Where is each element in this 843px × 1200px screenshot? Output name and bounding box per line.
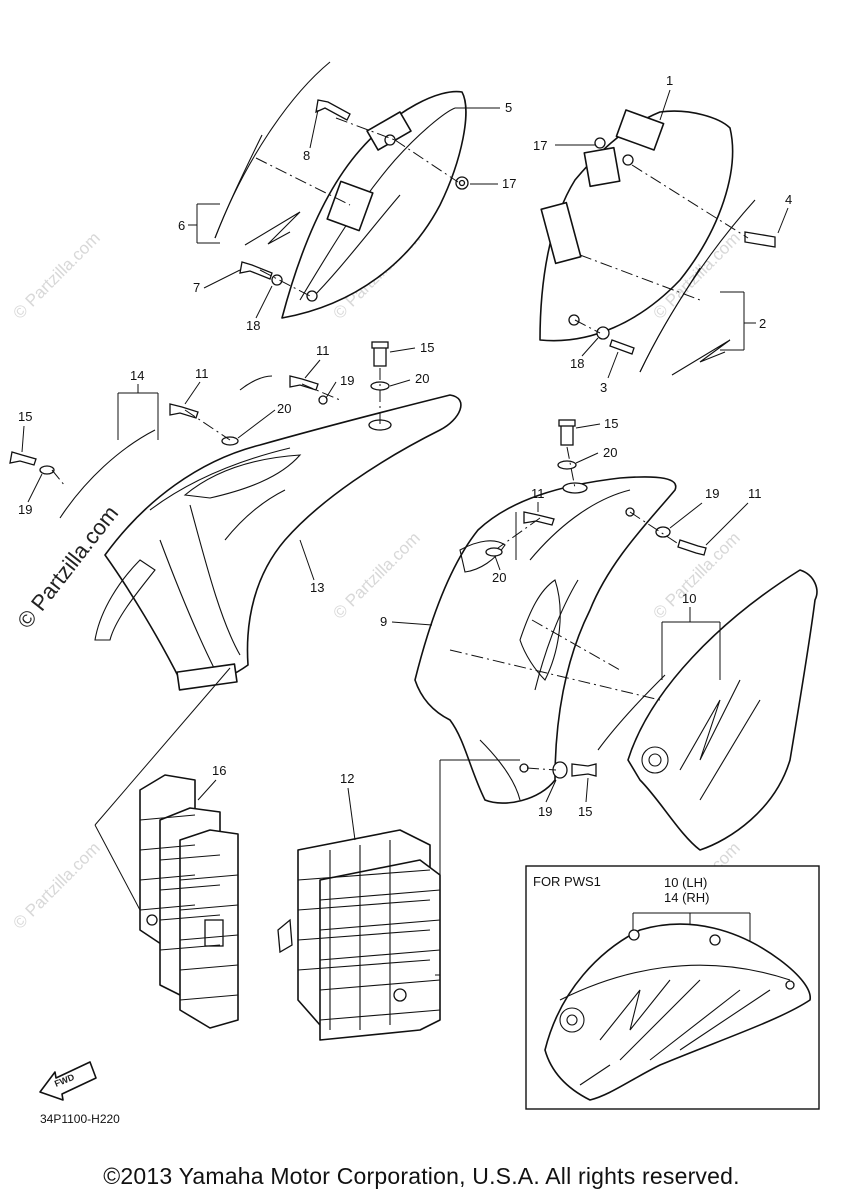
callout-19c: 19 [705,486,719,501]
callout-6: 6 [178,218,185,233]
part-12-radiator-louver-right [277,829,441,1041]
callout-2: 2 [759,316,766,331]
inset-label-lh: 10 (LH) [664,875,707,890]
part-9-right-shroud [414,476,677,804]
hardware-top-left [239,99,469,297]
part-13-left-shroud [104,394,462,691]
callout-17a: 17 [533,138,547,153]
part-5-left-side-panel [281,90,467,319]
watermark-text: © Partzilla.com [9,228,103,322]
callout-15c: 15 [604,416,618,431]
watermark-text: © Partzilla.com [329,528,423,622]
callout-12: 12 [340,771,354,786]
callout-19d: 19 [538,804,552,819]
callout-20b: 20 [277,401,291,416]
callout-19b: 19 [18,502,32,517]
callout-7: 7 [193,280,200,295]
watermark-text: © Partzilla.com [9,838,103,932]
callout-4: 4 [785,192,792,207]
callout-20a: 20 [415,371,429,386]
hardware-left-shroud [9,341,392,487]
callout-10: 10 [682,591,696,606]
hardware-right-shroud [449,419,707,779]
callout-17b: 17 [502,176,516,191]
mounting-leader-lines [94,667,520,976]
callout-8: 8 [303,148,310,163]
callout-3: 3 [600,380,607,395]
callout-9: 9 [380,614,387,629]
callout-16: 16 [212,763,226,778]
callout-11d: 11 [748,486,762,501]
hardware-top-right [574,137,776,355]
watermark-large: © Partzilla.com [12,501,123,633]
inset-title: FOR PWS1 [533,874,601,889]
watermark-text: © Partzilla.com [649,528,743,622]
callout-11b: 11 [316,343,330,358]
callout-15b: 15 [18,409,32,424]
callout-11a: 11 [195,366,209,381]
part-10-right-graphic [597,569,818,851]
part-6-left-graphic [196,61,331,246]
watermark-layer: © Partzilla.com © Partzilla.com © Partzi… [9,228,743,932]
callout-20d: 20 [492,570,506,585]
part-16-radiator-louver-left [139,774,239,1029]
inset-for-pws1: FOR PWS1 10 (LH) 14 (RH) [525,865,820,1110]
fwd-arrow-icon: FWD [39,1061,97,1101]
part-14-left-graphic [59,375,273,641]
callout-1: 1 [666,73,673,88]
callout-numbers: 1 5 8 17 17 4 6 7 18 2 18 3 14 11 11 15 … [18,73,792,841]
part-2-right-graphic [639,199,756,376]
copyright-footer: ©2013 Yamaha Motor Corporation, U.S.A. A… [103,1163,740,1189]
callout-5: 5 [505,100,512,115]
callout-19a: 19 [340,373,354,388]
callout-20c: 20 [603,445,617,460]
drawing-code: 34P1100-H220 [40,1112,120,1126]
callout-13: 13 [310,580,324,595]
callout-15d: 15 [578,804,592,819]
inset-label-rh: 14 (RH) [664,890,710,905]
callout-14: 14 [130,368,144,383]
callout-15a: 15 [420,340,434,355]
callout-18b: 18 [570,356,584,371]
part-1-right-side-panel [539,109,734,342]
callout-18a: 18 [246,318,260,333]
callout-11c: 11 [531,486,545,501]
